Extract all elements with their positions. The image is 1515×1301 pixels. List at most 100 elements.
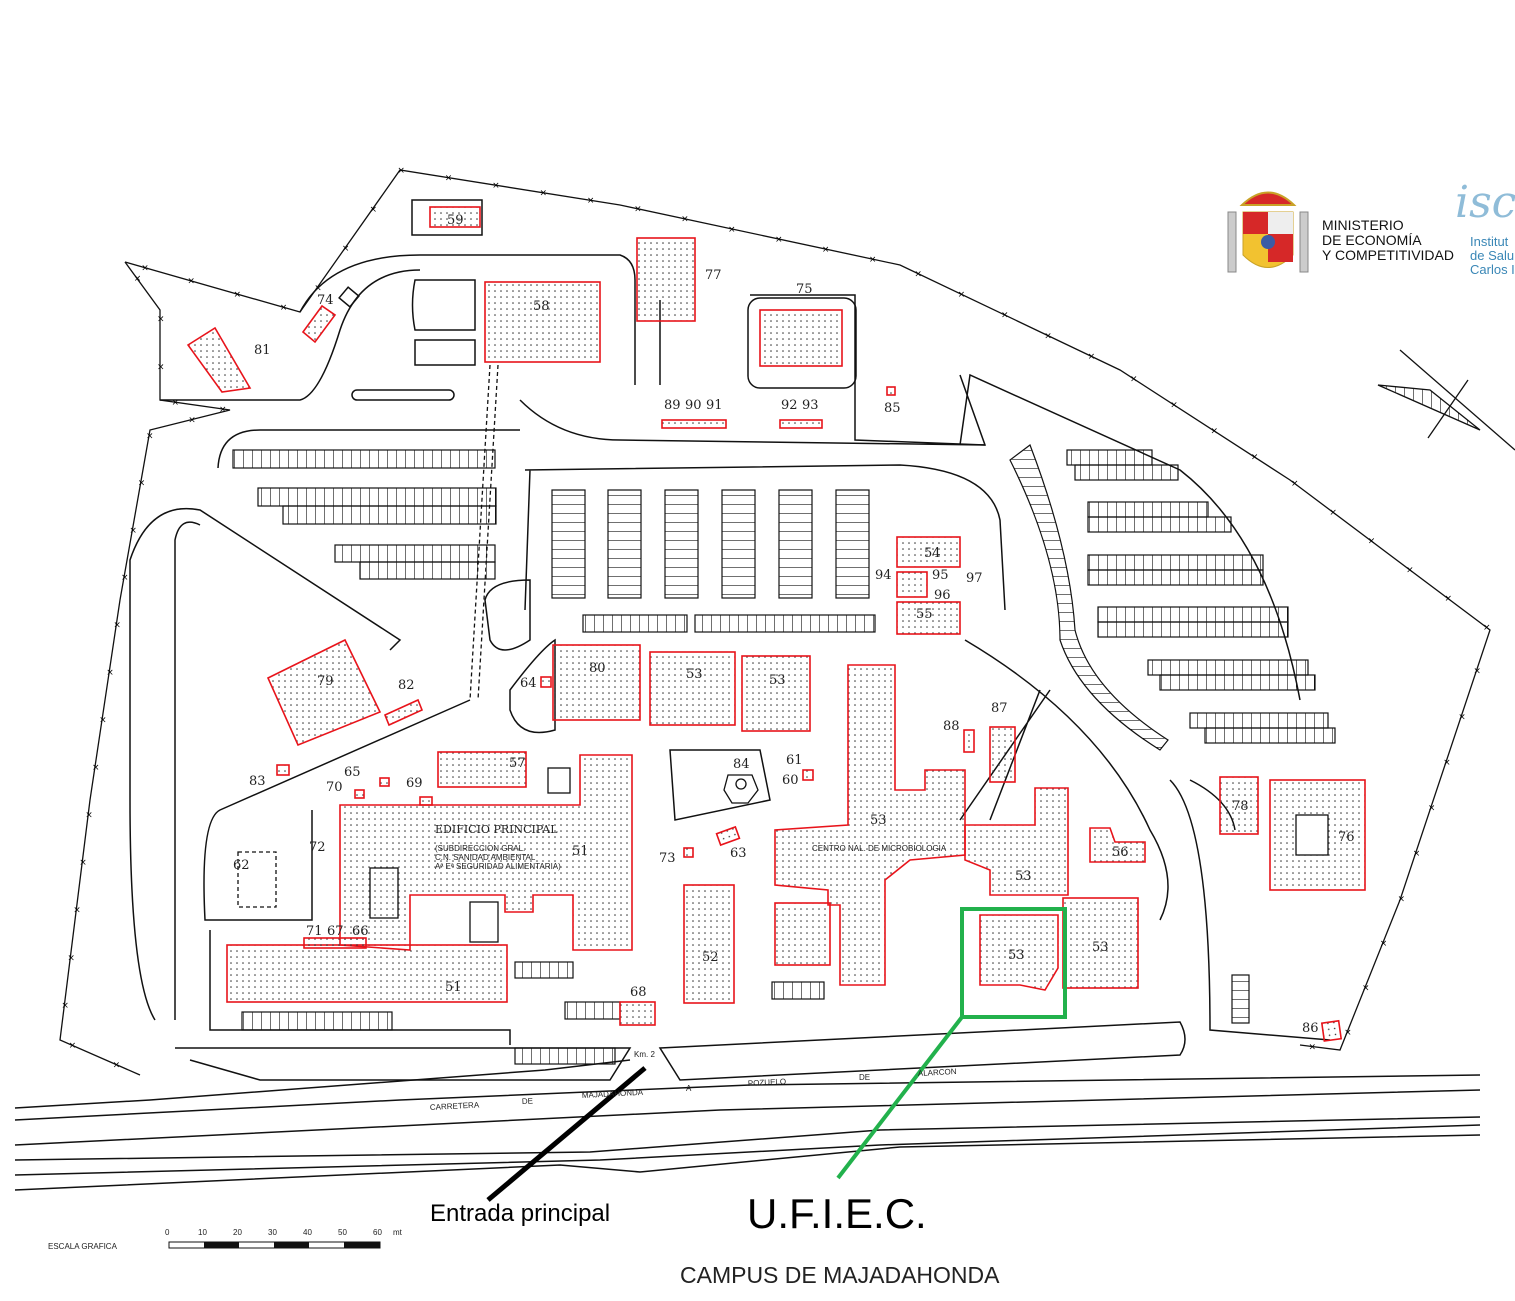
building-number-label: 91 <box>706 398 723 413</box>
ministry-line: MINISTERIO <box>1322 217 1404 233</box>
fence-marker: × <box>342 244 350 254</box>
building-number-label: 92 <box>781 398 798 413</box>
building-number-label: 71 <box>306 924 323 939</box>
road-word-5: POZUELO <box>748 1077 787 1088</box>
microbiology-label: CENTRO NAL. DE MICROBIOLOGIA <box>812 844 947 853</box>
building-92-93 <box>779 419 823 429</box>
building-number-label: 85 <box>884 401 901 416</box>
fence-marker: × <box>1308 1042 1316 1052</box>
north-arrow-icon <box>1377 349 1515 451</box>
fence-marker: × <box>280 303 288 313</box>
fence-marker: × <box>1329 508 1337 518</box>
building-80 <box>552 644 641 721</box>
fence-marker: × <box>85 810 93 820</box>
isc-logo-text: Institut de Salu Carlos I <box>1470 235 1515 277</box>
fence-marker: × <box>958 290 966 300</box>
building-75 <box>759 309 843 367</box>
building-57 <box>437 751 527 788</box>
ufiec-highlight-box <box>960 907 1067 1019</box>
fence-marker: × <box>157 363 165 373</box>
main-building-sub-1: (SUBDIRECCION GRAL. <box>435 844 525 853</box>
building-68 <box>619 1001 656 1026</box>
building-number-label: 53 <box>870 813 887 828</box>
building-95-96 <box>896 571 928 598</box>
building-53-south <box>774 902 831 966</box>
building-number-label: 77 <box>705 268 722 283</box>
building-number-label: 88 <box>943 719 960 734</box>
fence-marker: × <box>187 277 195 287</box>
scale-bar: ESCALA GRAFICA 0 10 20 30 40 50 60 mt <box>48 1228 403 1251</box>
map-title: CAMPUS DE MAJADAHONDA <box>680 1262 1000 1288</box>
fence-marker: × <box>445 174 453 184</box>
fence-marker: × <box>587 196 595 206</box>
fence-marker: × <box>1291 479 1299 489</box>
fence-marker: × <box>92 763 100 773</box>
building-number-label: 66 <box>352 924 369 939</box>
building-number-label: 53 <box>1008 948 1025 963</box>
building-number-label: 55 <box>916 607 933 622</box>
building-number-label: 51 <box>572 844 589 859</box>
fence-marker: × <box>234 290 242 300</box>
building-number-label: 72 <box>309 840 326 855</box>
road-word-6: DE <box>859 1073 870 1082</box>
building-number-label: 81 <box>254 343 271 358</box>
building-number-label: 82 <box>398 678 415 693</box>
building-78 <box>1219 776 1259 835</box>
isc-line: Institut <box>1470 234 1509 249</box>
buildings <box>186 206 1366 1042</box>
building-89-91 <box>661 419 727 429</box>
fence-marker: × <box>1170 400 1178 410</box>
building-number-label: 94 <box>875 568 892 583</box>
building-number-label: 93 <box>802 398 819 413</box>
fence-marker: × <box>121 573 129 583</box>
fence-marker: × <box>1368 537 1376 547</box>
building-number-label: 75 <box>796 282 813 297</box>
building-number-label: 51 <box>445 980 462 995</box>
ministry-logo-text: MINISTERIO DE ECONOMÍA Y COMPETITIVIDAD <box>1322 218 1454 263</box>
fence-marker: × <box>113 1060 121 1070</box>
building-74 <box>301 304 337 344</box>
km-marker: Km. 2 <box>634 1050 655 1059</box>
building-number-label: 62 <box>233 858 250 873</box>
isc-logo-mark: isc <box>1455 177 1515 228</box>
fence-markers: ××××××××××××××××××××××××××××××××××××××××… <box>61 166 1490 1070</box>
fence-marker: × <box>1044 331 1052 341</box>
building-85 <box>886 386 896 396</box>
scale-tick: 20 <box>233 1228 242 1237</box>
entrance-leader-line <box>486 1066 647 1202</box>
road-word-7: ALARCON <box>918 1067 957 1078</box>
fence-marker: × <box>1130 374 1138 384</box>
building-number-label: 69 <box>406 776 423 791</box>
fence-marker: × <box>1443 758 1451 768</box>
building-number-label: 63 <box>730 846 747 861</box>
fence-marker: × <box>113 621 121 631</box>
ufiec-leader-line <box>836 1015 964 1180</box>
fence-marker: × <box>634 205 642 215</box>
building-number-label: 74 <box>317 293 334 308</box>
fence-marker: × <box>728 225 736 235</box>
fence-marker: × <box>79 858 87 868</box>
fence-marker: × <box>188 416 196 426</box>
building-81 <box>186 326 252 393</box>
fence-marker: × <box>1001 311 1009 321</box>
ministry-line: Y COMPETITIVIDAD <box>1322 247 1454 263</box>
entrance-annotation: Entrada principal <box>430 1200 611 1227</box>
building-number-label: 86 <box>1302 1021 1319 1036</box>
fence-marker: × <box>1344 1028 1352 1038</box>
building-55 <box>896 601 961 635</box>
building-number-label: 64 <box>520 676 537 691</box>
building-number-label: 61 <box>786 753 803 768</box>
fence-marker: × <box>1362 984 1370 994</box>
fence-marker: × <box>1445 594 1453 604</box>
fence-marker: × <box>1413 849 1421 859</box>
scale-tick: 30 <box>268 1228 277 1237</box>
building-number-label: 89 <box>664 398 681 413</box>
fence-marker: × <box>171 398 179 408</box>
fence-marker: × <box>219 405 227 415</box>
fence-marker: × <box>370 205 378 215</box>
building-number-label: 76 <box>1338 830 1355 845</box>
fence-marker: × <box>134 274 142 284</box>
building-86 <box>1320 1019 1343 1042</box>
main-building-sub-2: C.N. SANIDAD AMBIENTAL <box>435 853 536 862</box>
